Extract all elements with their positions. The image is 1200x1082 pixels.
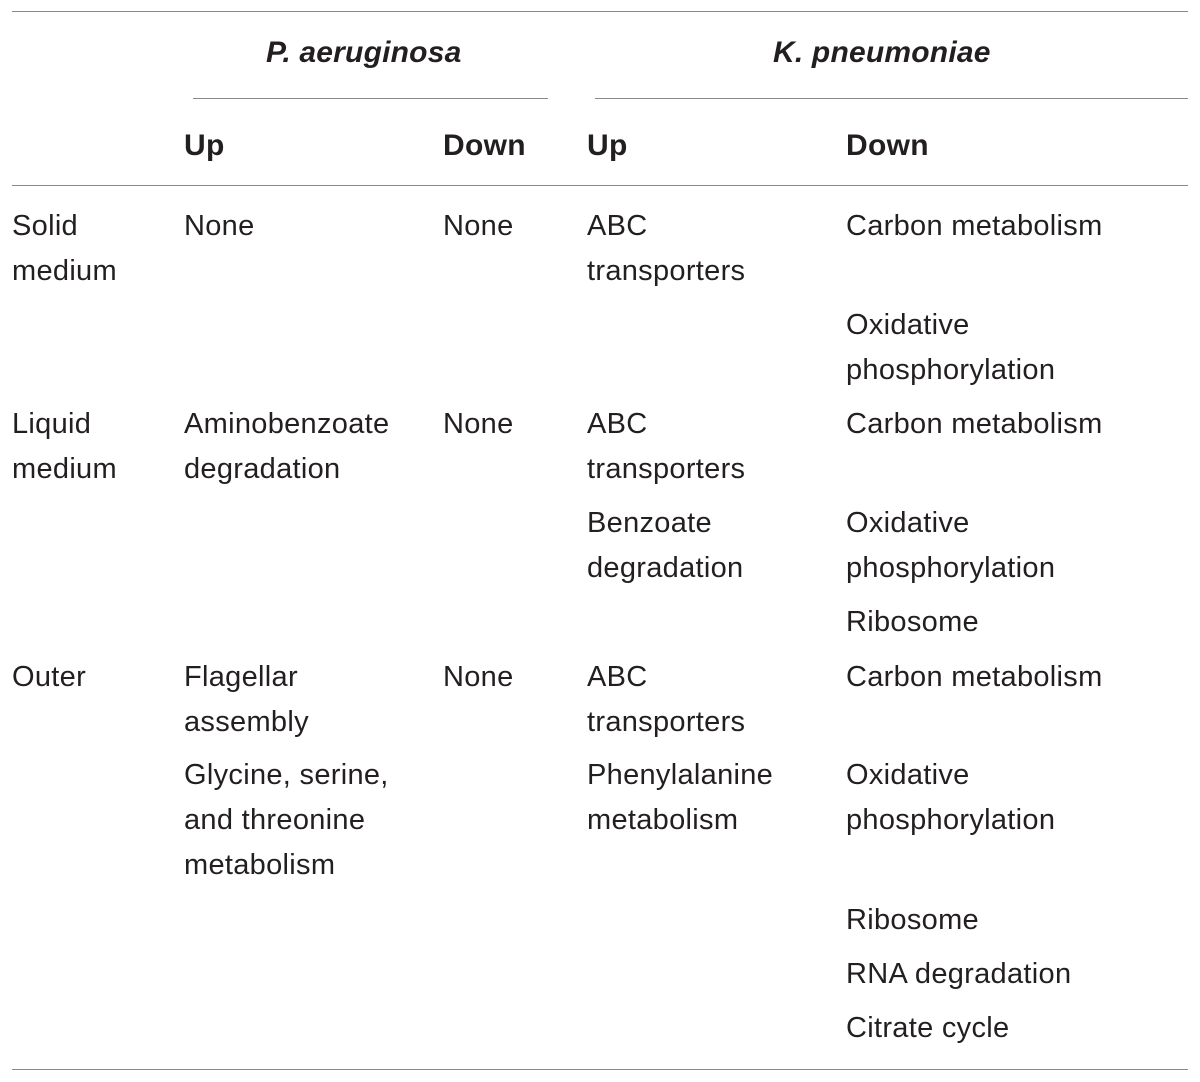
species-header-pa: P. aeruginosa: [266, 36, 462, 69]
cell-pa-down: None: [443, 408, 514, 440]
cell-pa-up: Glycine, serine, and threonine metabolis…: [184, 759, 389, 881]
species-header-kp: K. pneumoniae: [773, 36, 991, 69]
cell-pa-down: None: [443, 661, 514, 693]
cell-kp-down: Carbon metabolism: [846, 408, 1103, 440]
top-rule: [12, 11, 1188, 12]
cell-kp-down: Oxidative phosphorylation: [846, 309, 1056, 386]
column-header-kp-down: Down: [846, 129, 929, 162]
cell-pa-up: None: [184, 210, 255, 242]
cell-kp-up: ABC transporters: [587, 408, 746, 485]
column-header-pa-up: Up: [184, 129, 225, 162]
row-condition-outer: Outer: [12, 661, 87, 693]
cell-kp-up: ABC transporters: [587, 210, 746, 287]
column-header-pa-down: Down: [443, 129, 526, 162]
cell-kp-down: Ribosome: [846, 904, 979, 936]
row-condition-liquid: Liquid medium: [12, 408, 117, 485]
cell-kp-down: Citrate cycle: [846, 1012, 1010, 1044]
cell-kp-down: Oxidative phosphorylation: [846, 507, 1056, 584]
cell-kp-down: Carbon metabolism: [846, 661, 1103, 693]
column-header-kp-up: Up: [587, 129, 628, 162]
cell-kp-down: RNA degradation: [846, 958, 1072, 990]
species-rule-kp: [595, 98, 1188, 99]
cell-kp-up: Benzoate degradation: [587, 507, 744, 584]
cell-kp-up: Phenylalanine metabolism: [587, 759, 774, 836]
bottom-rule: [12, 1069, 1188, 1070]
header-rule: [12, 185, 1188, 186]
cell-pa-up: Aminobenzoate degradation: [184, 408, 390, 485]
cell-pa-up: Flagellar assembly: [184, 661, 309, 738]
cell-kp-up: ABC transporters: [587, 661, 746, 738]
cell-kp-down: Oxidative phosphorylation: [846, 759, 1056, 836]
species-rule-pa: [193, 98, 548, 99]
cell-pa-down: None: [443, 210, 514, 242]
row-condition-solid: Solid medium: [12, 210, 117, 287]
cell-kp-down: Ribosome: [846, 606, 979, 638]
cell-kp-down: Carbon metabolism: [846, 210, 1103, 242]
